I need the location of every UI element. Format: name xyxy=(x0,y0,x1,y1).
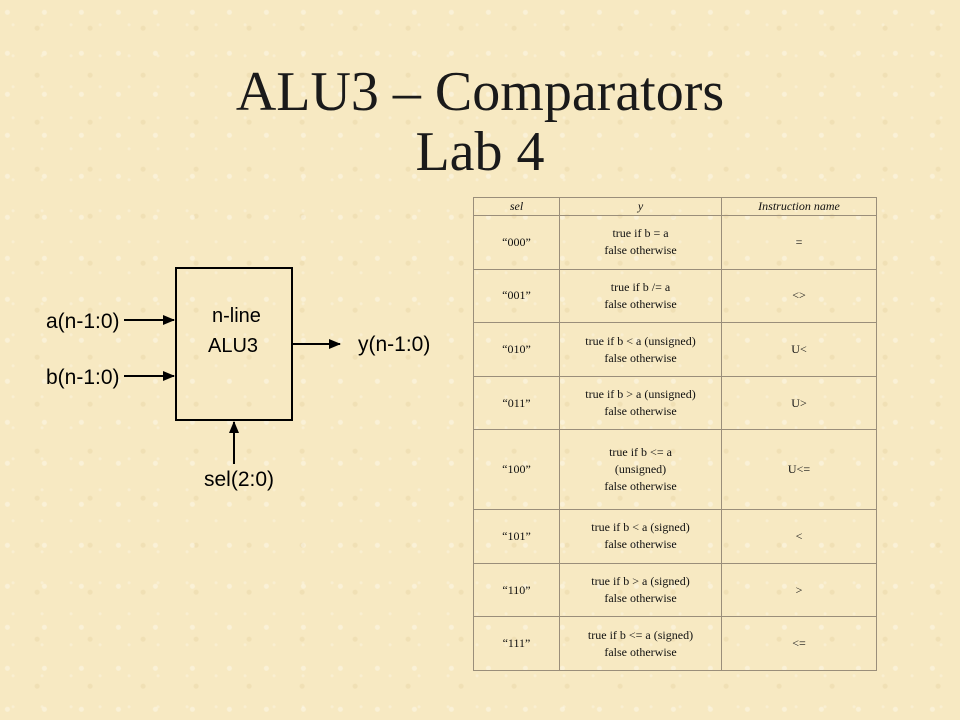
y-cell: true if b > a (signed)false otherwise xyxy=(559,562,722,618)
header-sel: sel xyxy=(473,197,560,216)
comparator-truth-table: sel y Instruction name “000” true if b =… xyxy=(473,197,877,671)
instruction-name-cell: > xyxy=(721,562,877,618)
instruction-name-cell: <= xyxy=(721,616,877,671)
instruction-name-cell: < xyxy=(721,509,877,564)
table-row: “100” true if b <= a(unsigned)false othe… xyxy=(473,429,877,511)
sel-cell: “111” xyxy=(473,616,560,671)
sel-cell: “110” xyxy=(473,562,560,618)
table-row: “110” true if b > a (signed)false otherw… xyxy=(473,562,877,618)
y-cell: true if b < a (unsigned)false otherwise xyxy=(559,322,722,377)
table-row: “111” true if b <= a (signed)false other… xyxy=(473,616,877,671)
y-cell: true if b <= a (signed)false otherwise xyxy=(559,616,722,671)
input-b-label: b(n-1:0) xyxy=(46,366,120,389)
sel-cell: “011” xyxy=(473,375,560,431)
instruction-name-cell: U<= xyxy=(721,429,877,511)
instruction-name-cell: = xyxy=(721,215,877,270)
sel-cell: “000” xyxy=(473,215,560,270)
y-cell: true if b > a (unsigned)false otherwise xyxy=(559,375,722,431)
table-row: “101” true if b < a (signed)false otherw… xyxy=(473,509,877,564)
table-row: “011” true if b > a (unsigned)false othe… xyxy=(473,375,877,431)
instruction-name-cell: U< xyxy=(721,322,877,377)
block-label-line-1: n-line xyxy=(212,305,261,327)
y-cell: true if b < a (signed)false otherwise xyxy=(559,509,722,564)
table-row: “010” true if b < a (unsigned)false othe… xyxy=(473,322,877,377)
input-a-label: a(n-1:0) xyxy=(46,310,120,333)
title-line-1: ALU3 – Comparators xyxy=(235,61,725,123)
output-y-label: y(n-1:0) xyxy=(358,333,430,356)
table-header-row: sel y Instruction name xyxy=(473,197,877,216)
sel-cell: “100” xyxy=(473,429,560,511)
slide-title: ALU3 – Comparators Lab 4 xyxy=(0,62,960,182)
block-label-line-2: ALU3 xyxy=(208,335,258,357)
sel-cell: “010” xyxy=(473,322,560,377)
sel-cell: “001” xyxy=(473,268,560,324)
header-y: y xyxy=(559,197,722,216)
y-cell: true if b <= a(unsigned)false otherwise xyxy=(559,429,722,511)
instruction-name-cell: U> xyxy=(721,375,877,431)
select-label: sel(2:0) xyxy=(204,468,274,491)
sel-cell: “101” xyxy=(473,509,560,564)
instruction-name-cell: <> xyxy=(721,268,877,324)
header-instruction-name: Instruction name xyxy=(721,197,877,216)
title-line-2: Lab 4 xyxy=(415,121,545,183)
